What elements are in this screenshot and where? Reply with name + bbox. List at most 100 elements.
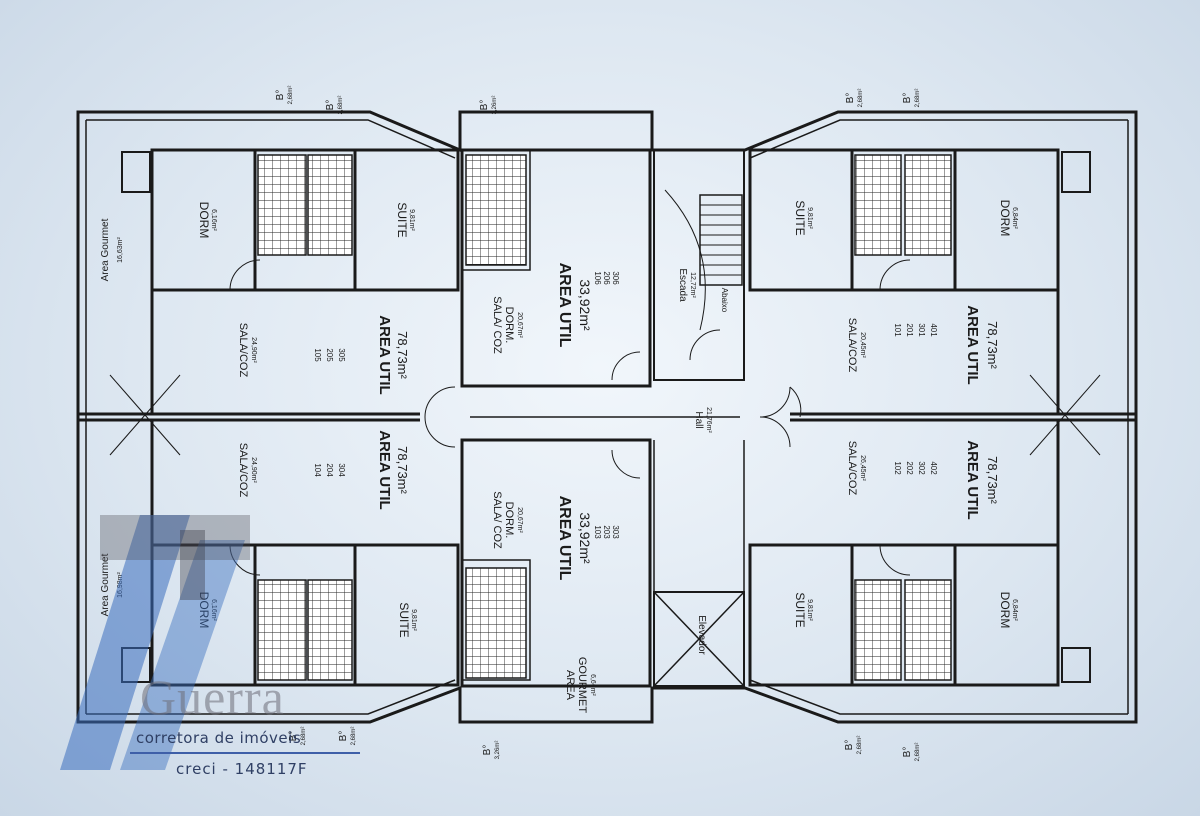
unit-num-bl-204: 204	[325, 463, 334, 477]
area-util-tl-value: 78,73m²	[395, 331, 410, 379]
bwc-label-0: B°	[275, 90, 286, 101]
bwc-label-6: B°	[338, 731, 349, 742]
unit-num-cb-103: 103	[593, 525, 602, 539]
area-gourmet-top-label: Area Gourmet	[100, 218, 111, 281]
outer-walls	[76, 110, 1138, 724]
bwc-label-9: B°	[902, 747, 913, 758]
area-util-ct-label: AREA UTIL	[556, 263, 573, 348]
hall-area: 21,76m²	[705, 407, 712, 433]
sala-bl-label: SALA/COZ	[237, 443, 249, 498]
unit-num-cb-303: 303	[611, 525, 620, 539]
bwc-area-4: 2,68m²	[915, 89, 921, 108]
area-util-tl-label: AREA UTIL	[376, 315, 393, 394]
bwc-label-2: B°	[479, 100, 490, 111]
abaixo-label: Abaixo	[720, 288, 729, 313]
suite-tr-label: SUITE	[793, 200, 807, 235]
dorm-br-area: 6,84m²	[1011, 599, 1018, 621]
area-util-cb-label: AREA UTIL	[556, 496, 573, 581]
area-util-br-value: 78,73m²	[985, 456, 1000, 504]
sala-tl-area: 24,90m²	[250, 337, 257, 363]
unit-num-br-302: 302	[917, 461, 926, 475]
sala-tl-label: SALA/COZ	[237, 323, 249, 378]
area-gourmet-bottom-label: Area Gourmet	[100, 553, 111, 616]
unit-num-bl-104: 104	[313, 463, 322, 477]
sala-tr-area: 20,45m²	[859, 332, 866, 358]
bwc-area-3: 2,68m²	[858, 89, 864, 108]
unit-num-tr-101: 101	[893, 323, 902, 337]
left-unit-walls	[150, 148, 460, 687]
unit-num-tr-201: 201	[905, 323, 914, 337]
suite-tl-area: 9,81m²	[408, 209, 415, 231]
area-util-tr-label: AREA UTIL	[964, 305, 981, 384]
area-util-cb-value: 33,92m²	[577, 512, 593, 564]
unit-num-ct-206: 206	[602, 271, 611, 285]
center-unit-walls	[460, 148, 745, 688]
unit-num-tr-301: 301	[917, 323, 926, 337]
area-gourmet-small-label-2: GOURMET	[576, 657, 588, 714]
area-util-br-label: AREA UTIL	[964, 440, 981, 519]
unit-num-bl-304: 304	[337, 463, 346, 477]
central-corridor	[78, 412, 1136, 422]
suite-tr-area: 9,81m²	[806, 207, 813, 229]
dorm-bl-area: 6,16m²	[210, 599, 217, 621]
door-swings	[229, 259, 911, 576]
area-util-tr-value: 78,73m²	[985, 321, 1000, 369]
sala-bl-area: 24,90m²	[250, 457, 257, 483]
dorm-br-label: DORM	[998, 592, 1012, 629]
dorm-bl-label: DORM	[197, 592, 211, 629]
bwc-area-0: 2,68m²	[288, 86, 294, 105]
sala-tr-label: SALA/COZ	[846, 318, 858, 373]
sala-dorm-top-label: SALA/ COZ	[491, 296, 503, 354]
unit-num-tl-205: 205	[325, 348, 334, 362]
area-gourmet-top-area: 16,63m²	[117, 236, 124, 262]
sala-dorm-bot-label-2: DORM.	[503, 502, 515, 539]
sala-br-label: SALA/COZ	[846, 441, 858, 496]
bathrooms	[257, 154, 952, 681]
dorm-tl-label: DORM	[197, 202, 211, 239]
escada-area: 12,72m²	[689, 272, 696, 298]
stairs	[664, 189, 743, 331]
unit-num-ct-306: 306	[611, 271, 620, 285]
area-util-bl-value: 78,73m²	[395, 446, 410, 494]
area-gourmet-bottom-area: 16,98m²	[117, 571, 124, 597]
area-gourmet-small-area: 6,66m²	[589, 674, 596, 696]
unit-num-tl-305: 305	[337, 348, 346, 362]
right-unit-walls	[748, 148, 1060, 687]
elevador-label: Elevador	[696, 615, 707, 655]
bwc-area-6: 2,68m²	[351, 727, 357, 746]
sala-dorm-bot-label: SALA/ COZ	[491, 491, 503, 549]
dorm-tl-area: 6,16m²	[210, 209, 217, 231]
unit-num-ct-106: 106	[593, 271, 602, 285]
hall-label: Hall	[693, 411, 704, 428]
bwc-label-1: B°	[325, 100, 336, 111]
unit-num-tr-401: 401	[929, 323, 938, 337]
bwc-area-7: 3,26m²	[495, 741, 501, 760]
sala-dorm-top-label-2: DORM.	[503, 307, 515, 344]
bwc-area-9: 2,68m²	[915, 743, 921, 762]
unit-num-br-202: 202	[905, 461, 914, 475]
suite-br-label: SUITE	[793, 592, 807, 627]
unit-num-br-102: 102	[893, 461, 902, 475]
bwc-area-2: 3,26m²	[492, 96, 498, 115]
bwc-label-3: B°	[845, 93, 856, 104]
bwc-label-8: B°	[844, 740, 855, 751]
unit-num-tl-105: 105	[313, 348, 322, 362]
unit-num-cb-203: 203	[602, 525, 611, 539]
dorm-tr-area: 6,84m²	[1011, 207, 1018, 229]
area-util-ct-value: 33,92m²	[577, 279, 593, 331]
bwc-area-8: 2,68m²	[857, 736, 863, 755]
bwc-label-5: B°	[288, 731, 299, 742]
area-gourmet-small-label: AREA	[564, 670, 576, 701]
bwc-label-7: B°	[482, 745, 493, 756]
area-util-bl-label: AREA UTIL	[376, 430, 393, 509]
bwc-area-1: 2,68m²	[338, 96, 344, 115]
sala-dorm-top-area: 20,67m²	[516, 312, 523, 338]
unit-num-br-402: 402	[929, 461, 938, 475]
suite-bl-label: SUITE	[397, 602, 411, 637]
suite-bl-area: 9,81m²	[410, 609, 417, 631]
sala-br-area: 26,45m²	[859, 455, 866, 481]
suite-br-area: 9,81m²	[806, 599, 813, 621]
suite-tl-label: SUITE	[395, 202, 409, 237]
bwc-area-5: 2,68m²	[301, 727, 307, 746]
